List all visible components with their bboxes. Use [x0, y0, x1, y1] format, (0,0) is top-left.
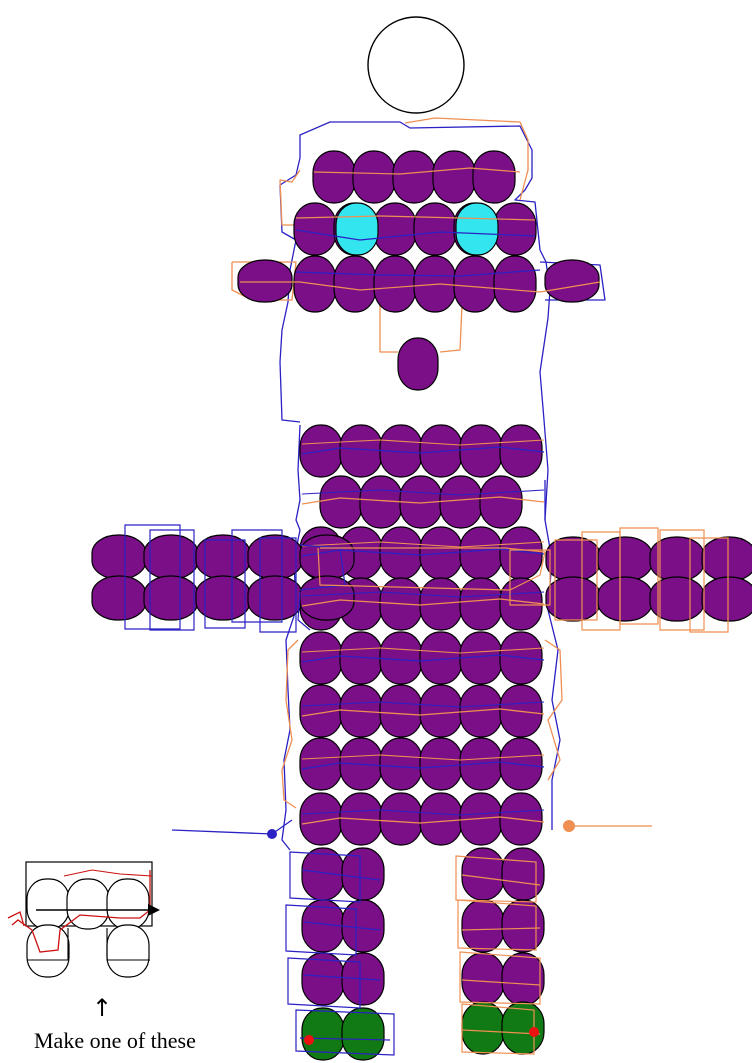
head-row2-bead-2 — [374, 203, 416, 255]
right-arm-bottom-bead-0 — [546, 577, 600, 621]
body-row4-bead-2 — [380, 685, 422, 737]
head-row3-bead-1 — [334, 256, 376, 312]
up-arrow-icon: ↑ — [92, 994, 112, 1022]
head-row1-bead-2 — [393, 151, 435, 203]
head-row2-bead-0 — [294, 203, 336, 255]
right-arm-bottom-bead-1 — [598, 577, 652, 621]
legend-bead-top-0 — [27, 879, 69, 929]
right-arm-top-bead-0 — [546, 537, 600, 581]
head-row3-bead-4 — [454, 256, 496, 312]
right-leg-row2-bead-1 — [502, 953, 544, 1005]
bead-grid — [92, 17, 752, 1060]
head-row3-bead-2 — [374, 256, 416, 312]
blue-thread-torso-left — [282, 425, 300, 850]
right-arm-top-bead-3 — [702, 537, 752, 581]
left-foot-red-dot-icon — [304, 1035, 314, 1045]
head-row1-bead-4 — [473, 151, 515, 203]
right-ear-bead — [545, 260, 599, 302]
legend-bead-top-2 — [107, 879, 149, 929]
legend-bead-bottom-1 — [107, 925, 149, 977]
orange-dot-icon — [563, 820, 575, 832]
right-leg-row1-bead-0 — [462, 900, 504, 952]
right-arm-bottom-bead-3 — [702, 577, 752, 621]
legend-unit-diagram — [8, 862, 160, 977]
right-leg-row0-bead-1 — [502, 848, 544, 900]
left-ear-bead — [238, 260, 292, 302]
left-arm-bottom-bead-1 — [144, 576, 198, 620]
left-arm-top-bead-1 — [144, 535, 198, 579]
head-row1-bead-0 — [313, 151, 355, 203]
body-row2-bead-5 — [500, 578, 542, 630]
legend-red-hook — [8, 912, 24, 926]
body-row2-bead-4 — [460, 578, 502, 630]
body-row4-bead-3 — [420, 685, 462, 737]
body-row6-bead-3 — [420, 793, 462, 845]
chest-row2-bead-0 — [320, 476, 362, 528]
body-row5-bead-3 — [420, 738, 462, 790]
left-arm-top-bead-0 — [92, 535, 146, 579]
blue-dot-icon — [267, 829, 277, 839]
right-leg-row2-bead-0 — [462, 953, 504, 1005]
left-arm-top-bead-3 — [248, 535, 302, 579]
left-arm-bottom-bead-0 — [92, 576, 146, 620]
chest-row2-bead-4 — [480, 476, 522, 528]
head-row3-bead-5 — [494, 256, 536, 312]
head-row2-bead-5 — [494, 203, 536, 255]
right-leg-row1-bead-1 — [502, 900, 544, 952]
right-foot-bead-0 — [462, 1002, 504, 1054]
nose-bead — [398, 338, 438, 390]
left-arm-bottom-bead-2 — [196, 576, 250, 620]
right-foot-bead-1 — [502, 1002, 544, 1054]
head-row2-bead-3 — [414, 203, 456, 255]
left-arm-bottom-bead-4 — [300, 576, 354, 620]
right-leg-row0-bead-0 — [462, 848, 504, 900]
body-row3-bead-2 — [380, 632, 422, 684]
body-row6-bead-2 — [380, 793, 422, 845]
arrow-right-icon — [148, 904, 160, 916]
legend-red-thread-top — [64, 870, 152, 876]
chest-row2-bead-3 — [440, 476, 482, 528]
left-arm-top-bead-4 — [300, 535, 354, 579]
left-leg-row1-bead-1 — [342, 900, 384, 952]
blue-thread-torso-right — [545, 480, 560, 830]
legend-bead-top-1 — [67, 879, 109, 929]
body-row1-bead-4 — [460, 527, 502, 579]
head-row1-bead-3 — [433, 151, 475, 203]
left-arm-top-bead-2 — [196, 535, 250, 579]
head-row1-bead-1 — [353, 151, 395, 203]
body-row3-bead-0 — [300, 632, 342, 684]
right-eye-bead — [456, 203, 498, 255]
left-foot-bead-1 — [342, 1008, 384, 1060]
instruction-caption: Make one of these — [34, 1028, 196, 1054]
left-eye-bead — [336, 203, 378, 255]
right-foot-red-dot-icon — [529, 1027, 539, 1037]
chest-row1-bead-4 — [460, 425, 502, 477]
body-row5-bead-2 — [380, 738, 422, 790]
right-arm-top-bead-1 — [598, 537, 652, 581]
left-arm-bottom-bead-3 — [248, 576, 302, 620]
head-ring-icon — [368, 17, 464, 113]
chest-row1-bead-1 — [340, 425, 382, 477]
